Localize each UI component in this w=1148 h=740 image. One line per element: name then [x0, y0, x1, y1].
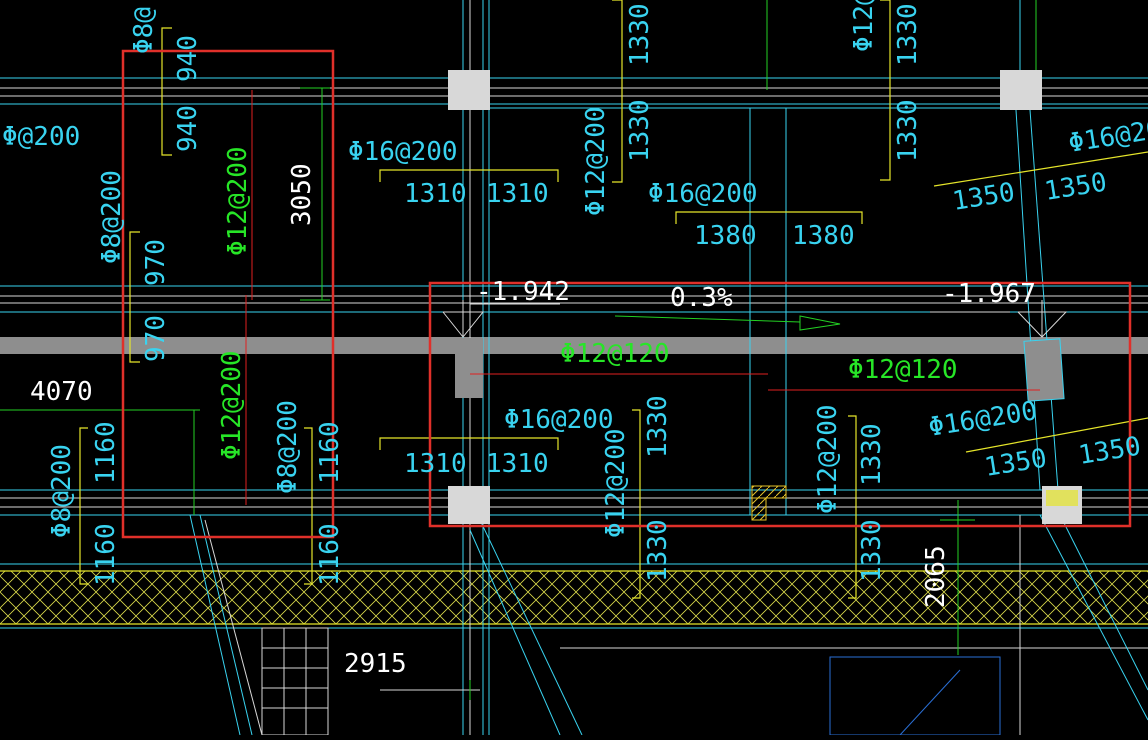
- stair-symbol: [261, 627, 329, 736]
- label-phi12-200-c: Φ12@200: [581, 106, 611, 216]
- label-1310-c: 1310: [404, 449, 467, 479]
- label-970-a: 970: [141, 239, 171, 286]
- label-phi16-200-a: Φ16@200: [348, 137, 458, 167]
- diagonal-lines: [189, 514, 1148, 736]
- slope-label: 0.3%: [670, 283, 733, 313]
- label-phi8-200-b: Φ8@200: [47, 444, 77, 538]
- label-2915: 2915: [344, 649, 407, 679]
- label-phi12-200-d: Φ12@200: [601, 428, 631, 538]
- rebar-lines-red: [245, 90, 1040, 505]
- label-1160-a: 1160: [91, 421, 121, 484]
- hatched-wall-strip: [0, 571, 1148, 624]
- highlight-box-right: [428, 281, 1132, 528]
- label-4070: 4070: [30, 377, 93, 407]
- blue-room-outline: [829, 656, 1001, 736]
- label-phi12-200-a: Φ12@200: [223, 146, 253, 256]
- label-1330-h: 1330: [857, 519, 887, 582]
- label-1310-a: 1310: [404, 179, 467, 209]
- label-1350-b: 1350: [1042, 167, 1109, 206]
- columns: [448, 70, 1082, 524]
- label-1160-c: 1160: [315, 421, 345, 484]
- label-top-left-phi8: Φ8@: [129, 7, 159, 54]
- label-phi12-200-b: Φ12@200: [217, 350, 247, 460]
- label-left-phi200: Φ@200: [2, 122, 80, 152]
- label-970-b: 970: [141, 315, 171, 362]
- label-940-a: 940: [173, 35, 203, 82]
- label-1350-a: 1350: [950, 177, 1017, 216]
- label-1160-d: 1160: [315, 523, 345, 586]
- label-1380-b: 1380: [792, 221, 855, 251]
- label-1350-d: 1350: [1076, 431, 1143, 470]
- label-phi8-200-c: Φ8@200: [273, 400, 303, 494]
- grey-band: [0, 337, 1148, 354]
- slope-arrow: [614, 315, 841, 331]
- elevation-left: -1.942: [476, 277, 570, 307]
- vertical-grid-lines: [462, 0, 1059, 735]
- elevation-markers: [442, 300, 1068, 338]
- highlight-box-left: [121, 49, 335, 539]
- label-phi8-200-a: Φ8@200: [97, 170, 127, 264]
- label-phi12-200-e: Φ12@200: [813, 404, 843, 514]
- label-1330-e: 1330: [643, 395, 673, 458]
- label-phi12-120-a: Φ12@120: [560, 339, 670, 369]
- horizontal-beam-lines: [0, 77, 1148, 649]
- rebar-brackets: [79, 0, 1148, 599]
- label-phi16-200-c: Φ16@200: [1066, 112, 1148, 159]
- dimension-lines: [0, 87, 975, 700]
- label-1330-f: 1330: [643, 519, 673, 582]
- label-phi12-120-b: Φ12@120: [848, 355, 958, 385]
- label-1310-b: 1310: [486, 179, 549, 209]
- label-1330-a: 1330: [625, 3, 655, 66]
- label-1330-d: 1330: [893, 99, 923, 162]
- label-3050: 3050: [287, 163, 317, 226]
- label-1310-d: 1310: [486, 449, 549, 479]
- label-940-b: 940: [173, 105, 203, 152]
- label-1380-a: 1380: [694, 221, 757, 251]
- label-phi16-200-b: Φ16@200: [648, 179, 758, 209]
- label-2065: 2065: [921, 545, 951, 608]
- label-1330-g: 1330: [857, 423, 887, 486]
- label-1330-c: 1330: [893, 3, 923, 66]
- label-1330-b: 1330: [625, 99, 655, 162]
- label-phi16-200-e: Φ16@200: [926, 396, 1039, 443]
- elevation-right: -1.967: [942, 279, 1036, 309]
- label-1160-b: 1160: [91, 523, 121, 586]
- label-phi12-top: Φ12@: [849, 0, 879, 52]
- label-phi16-200-d: Φ16@200: [504, 405, 614, 435]
